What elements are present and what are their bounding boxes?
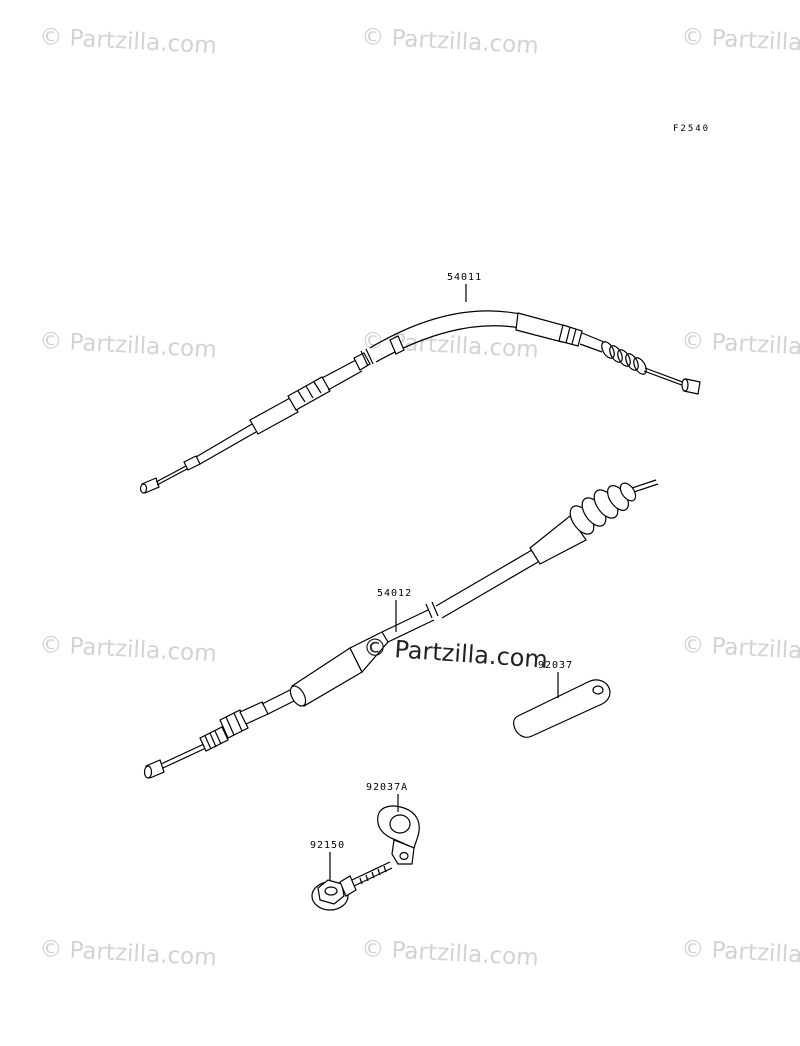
part-label-92037[interactable]: 92037	[538, 660, 574, 671]
bolt-92150[interactable]	[311, 861, 393, 911]
cable-54012[interactable]	[143, 479, 659, 779]
strap-92037[interactable]	[513, 679, 611, 738]
part-label-92150[interactable]: 92150	[310, 840, 346, 851]
figure-code: F2540	[673, 124, 711, 134]
clamp-92037A[interactable]	[377, 805, 420, 865]
cable-54011[interactable]	[139, 310, 701, 494]
part-label-54011[interactable]: 54011	[447, 272, 483, 283]
part-label-92037A[interactable]: 92037A	[366, 782, 409, 793]
part-label-54012[interactable]: 54012	[377, 588, 413, 599]
